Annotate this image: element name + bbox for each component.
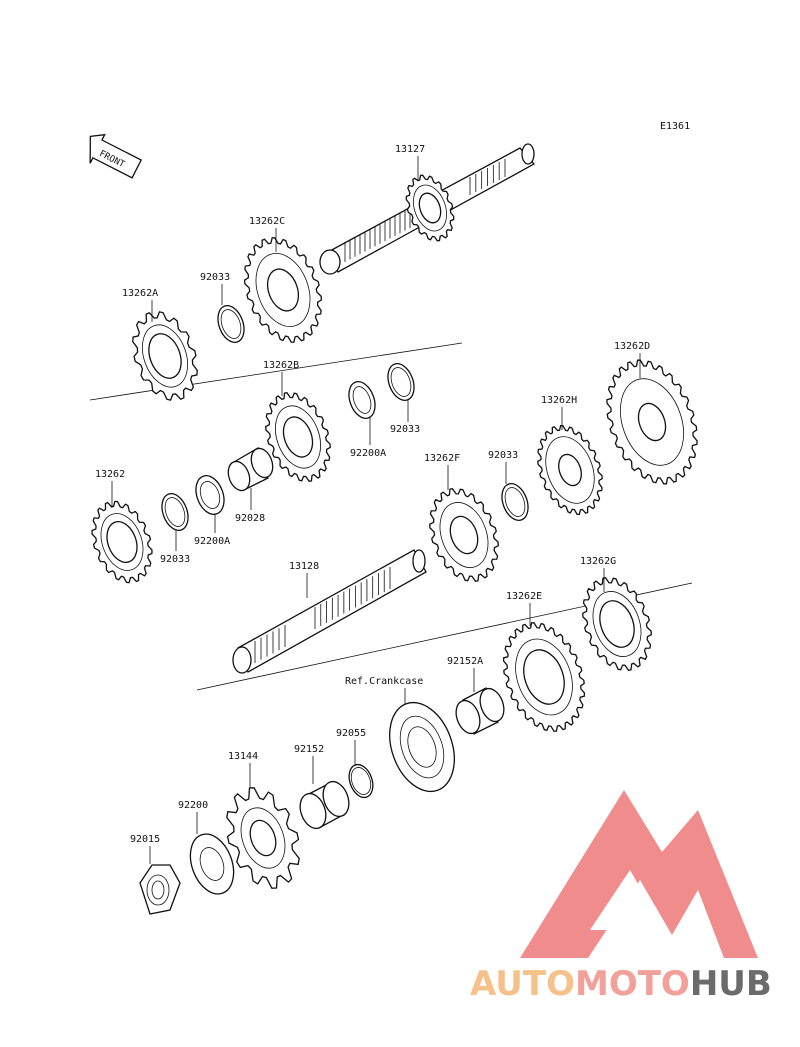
label-13262G: 13262G <box>580 556 616 567</box>
label-92152: 92152 <box>294 744 324 755</box>
label-13262B: 13262B <box>263 360 299 371</box>
label-13128: 13128 <box>289 561 319 572</box>
circlip-92033-left <box>161 493 189 531</box>
nut-92015 <box>139 864 181 915</box>
gear-13262H <box>537 424 603 516</box>
oring-92055 <box>348 763 374 799</box>
diagram-code: E1361 <box>660 121 690 132</box>
needle-bearing-92028 <box>227 447 274 492</box>
gear-13262E <box>502 622 586 732</box>
circlip-92033-top <box>217 305 245 343</box>
circlip-92033-mid <box>501 483 529 521</box>
bushing-92152A <box>455 687 505 735</box>
label-13262E: 13262E <box>506 591 542 602</box>
label-13262H: 13262H <box>541 395 577 406</box>
watermark-hub: HUB <box>690 964 772 1004</box>
collar-92152 <box>299 780 350 830</box>
automotohub-triangle-icon <box>520 790 758 958</box>
watermark-moto: MOTO <box>575 964 690 1004</box>
label-92033-top: 92033 <box>200 272 230 283</box>
washer-92200A-upper <box>348 381 376 419</box>
label-92028: 92028 <box>235 513 265 524</box>
gear-13262C <box>243 237 323 343</box>
gear-13262D <box>606 359 698 485</box>
gears-group <box>91 174 698 889</box>
label-92033-left: 92033 <box>160 554 190 565</box>
label-13262A: 13262A <box>122 288 158 299</box>
front-arrow-icon: FRONT <box>89 133 143 179</box>
label-92152A: 92152A <box>447 656 483 667</box>
label-13144: 13144 <box>228 751 258 762</box>
circlip-92033-upper-right <box>387 363 415 401</box>
automotohub-logo <box>520 790 758 958</box>
ball-bearing-crankcase <box>389 701 455 793</box>
label-92200: 92200 <box>178 800 208 811</box>
label-92015: 92015 <box>130 834 160 845</box>
upper-shaft-axis <box>89 342 463 401</box>
label-92033-mid: 92033 <box>488 450 518 461</box>
label-13262C: 13262C <box>249 216 285 227</box>
shaft-13128 <box>232 549 427 674</box>
washer-92200A-left <box>195 475 225 515</box>
sprocket-13144 <box>226 787 300 889</box>
label-92200A-upper: 92200A <box>350 448 386 459</box>
automotohub-triangle-inner <box>590 870 650 930</box>
leader-lines <box>111 156 641 864</box>
shaft-13128-splines <box>254 567 391 663</box>
gear-13262F <box>429 488 499 582</box>
watermark-text: AUTOMOTOHUB <box>470 964 772 1004</box>
shaft-13127-splines <box>344 159 506 262</box>
label-92055: 92055 <box>336 728 366 739</box>
gear-13262A <box>132 311 198 401</box>
label-13262: 13262 <box>95 469 125 480</box>
washer-92200 <box>189 833 235 895</box>
gear-13262B <box>265 392 331 482</box>
gear-13262G <box>582 577 652 671</box>
label-92200A-left: 92200A <box>194 536 230 547</box>
label-92033-upper-right: 92033 <box>390 424 420 435</box>
gear-13262 <box>91 500 153 584</box>
label-13262F: 13262F <box>424 453 460 464</box>
label-13127: 13127 <box>395 144 425 155</box>
watermark-auto: AUTO <box>470 964 575 1004</box>
label-13262D: 13262D <box>614 341 650 352</box>
label-ref-crankcase: Ref.Crankcase <box>345 676 423 687</box>
gear-13127-integral <box>405 174 455 242</box>
